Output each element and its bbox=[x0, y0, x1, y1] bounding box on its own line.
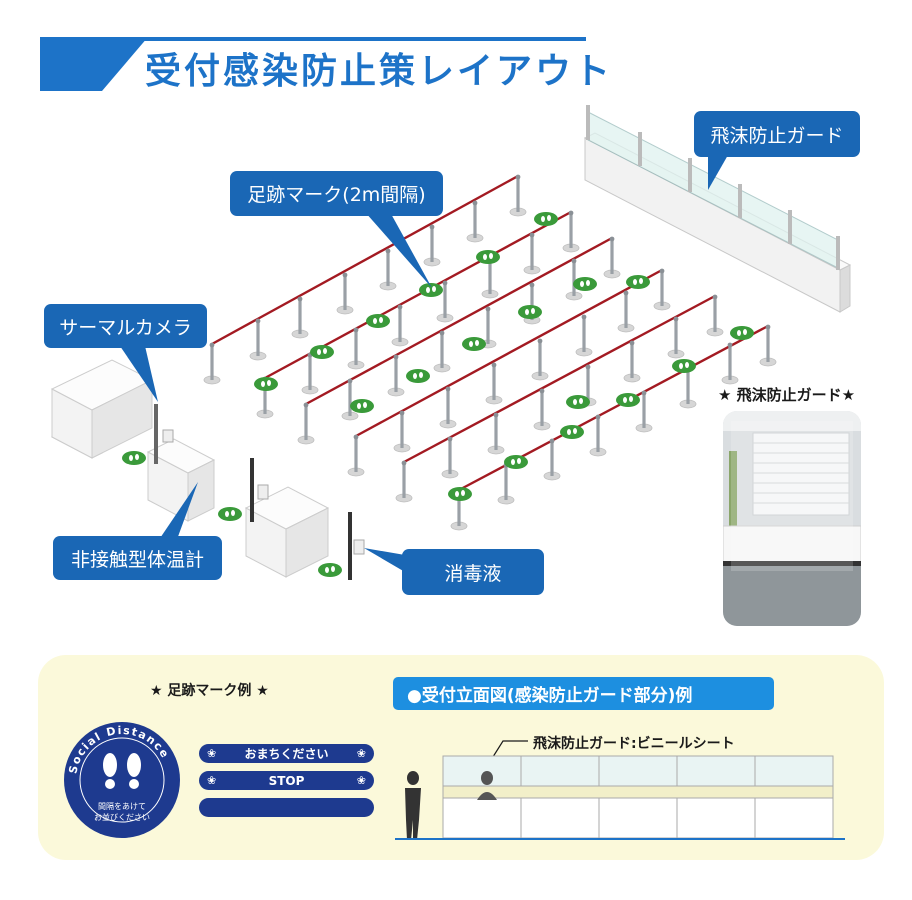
title-banner bbox=[40, 37, 586, 91]
page-title: 受付感染防止策レイアウト bbox=[145, 51, 614, 92]
callout-pointers bbox=[120, 155, 728, 572]
pill-blank bbox=[199, 798, 374, 817]
callout-disinfectant: 消毒液 bbox=[402, 549, 544, 595]
photo-caption: ★ 飛沫防止ガード★ bbox=[718, 386, 856, 404]
paw-icon: ❀ bbox=[356, 747, 366, 760]
paw-icon: ❀ bbox=[207, 747, 217, 760]
elevation-guard-label: 飛沫防止ガード:ビニールシート bbox=[533, 736, 735, 752]
guard-counter bbox=[583, 105, 852, 313]
elevation-heading: ●受付立面図(感染防止ガード部分)例 bbox=[393, 677, 774, 710]
paw-icon: ❀ bbox=[356, 774, 366, 787]
device-stands bbox=[154, 404, 365, 580]
callout-thermometer: 非接触型体温計 bbox=[53, 536, 222, 580]
footprint-example-heading: ★ 足跡マーク例 ★ bbox=[150, 683, 269, 699]
social-distance-mark: Social Distance 間隔をあけて お並びください bbox=[64, 722, 180, 838]
pill-stop: ❀ STOP ❀ bbox=[199, 771, 374, 790]
elevation-drawing bbox=[395, 740, 845, 840]
callout-guard: 飛沫防止ガード bbox=[694, 111, 860, 157]
guard-photo bbox=[723, 411, 861, 626]
layout-illustration bbox=[50, 105, 852, 580]
person-silhouette bbox=[405, 771, 421, 840]
reception-desks bbox=[50, 359, 330, 578]
circle-text-line1: 間隔をあけて bbox=[98, 802, 146, 811]
circle-text-line2: お並びください bbox=[94, 812, 150, 822]
paw-icon: ❀ bbox=[207, 774, 217, 787]
callout-footprint: 足跡マーク(2m間隔) bbox=[230, 171, 443, 216]
pill-please-wait: ❀ おまちください ❀ bbox=[199, 744, 374, 763]
floor-footprint-marks bbox=[122, 212, 754, 577]
callout-thermal-camera: サーマルカメラ bbox=[44, 304, 207, 348]
